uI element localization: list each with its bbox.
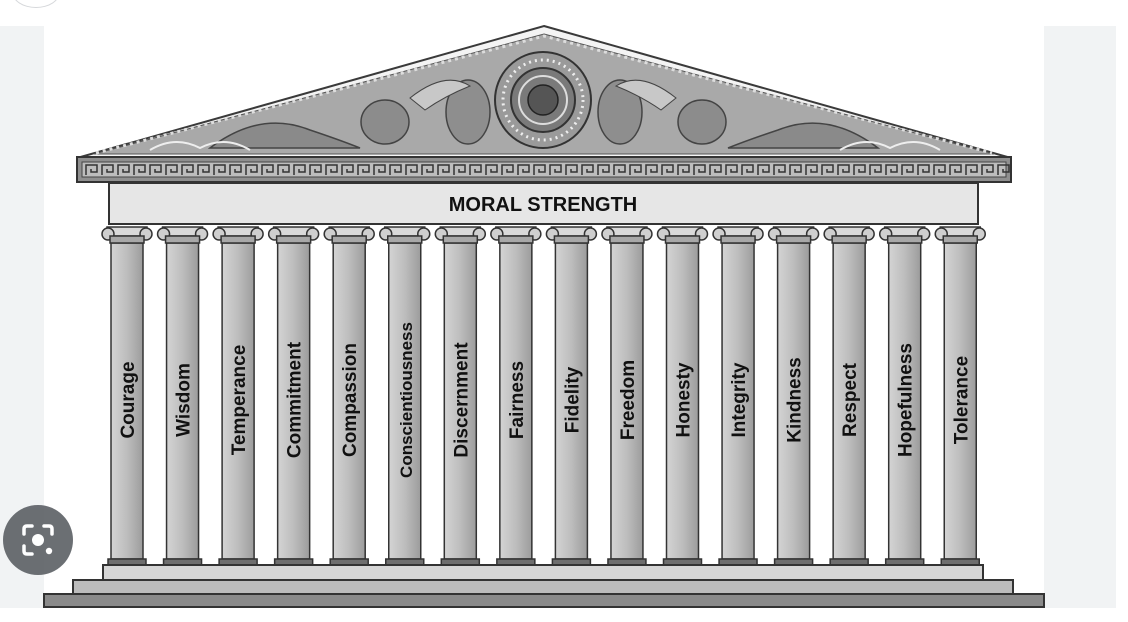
column-label: Honesty (674, 362, 695, 437)
column-label: Freedom (618, 360, 639, 440)
column-label: Temperance (229, 345, 250, 456)
image-search-button[interactable] (3, 505, 73, 575)
column-label: Courage (118, 361, 139, 438)
column-label: Tolerance (951, 356, 972, 444)
column-integrity: Integrity (712, 226, 764, 567)
column-commitment: Commitment (267, 226, 320, 567)
column-fidelity: Fidelity (545, 226, 598, 567)
column-freedom: Freedom (601, 226, 653, 567)
column-respect: Respect (823, 226, 875, 567)
architrave: MORAL STRENGTH (108, 182, 979, 225)
architrave-label: MORAL STRENGTH (449, 194, 638, 216)
column-label: Hopefulness (896, 343, 917, 457)
column-hopefulness: Hopefulness (878, 226, 931, 567)
column-wisdom: Wisdom (156, 226, 209, 567)
column-honesty: Honesty (656, 226, 709, 567)
cornice (76, 156, 1012, 183)
columns: Courage Wisdom Temperance Commitment Compass… (101, 226, 986, 567)
right-margin (1116, 0, 1128, 622)
column-tolerance: Tolerance (934, 226, 986, 567)
base-steps (43, 564, 1045, 608)
column-label: Conscientiousness (397, 322, 416, 478)
column-discernment: Discernment (434, 226, 487, 567)
column-conscientiousness: Conscientiousness (379, 226, 431, 567)
column-courage: Courage (101, 226, 153, 567)
pediment-sculpture (149, 51, 941, 151)
column-compassion: Compassion (323, 226, 375, 567)
column-fairness: Fairness (490, 226, 542, 567)
lens-scan-icon (22, 524, 54, 556)
bottom-margin (0, 608, 1128, 622)
column-label: Commitment (285, 341, 306, 458)
column-label: Compassion (340, 343, 361, 457)
column-label: Discernment (451, 342, 472, 458)
column-kindness: Kindness (767, 226, 820, 567)
column-label: Respect (840, 362, 861, 437)
browser-top-strip (0, 0, 1128, 26)
column-label: Fidelity (562, 366, 583, 433)
column-label: Wisdom (174, 363, 195, 437)
column-label: Integrity (729, 362, 750, 437)
column-label: Kindness (785, 357, 806, 443)
column-label: Fairness (507, 361, 528, 439)
column-temperance: Temperance (212, 226, 264, 567)
